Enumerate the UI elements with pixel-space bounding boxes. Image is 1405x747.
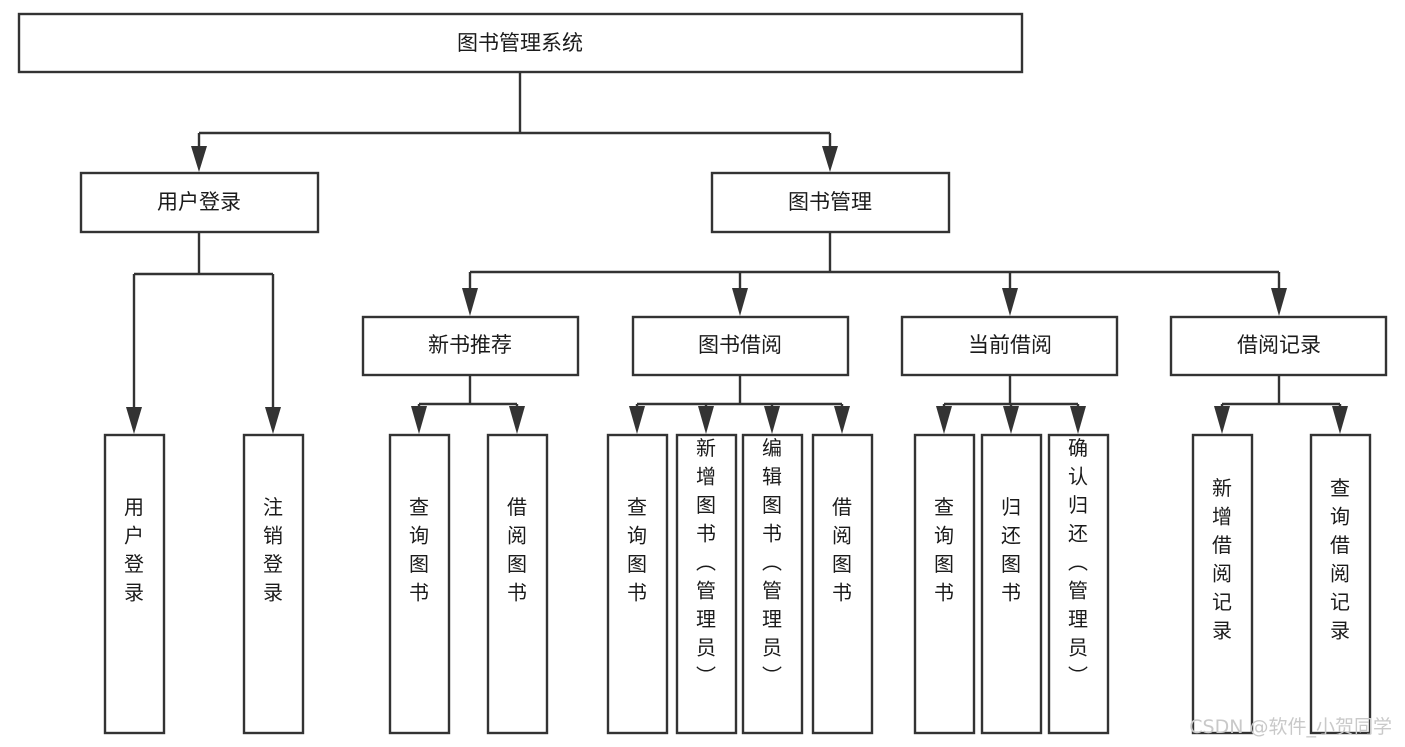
node-new-book-recommend-label: 新书推荐 (428, 333, 512, 357)
node-book-borrow-label: 图书借阅 (698, 333, 782, 357)
arrow-head-current-borrow (1002, 288, 1018, 316)
node-book-borrow[interactable]: 图书借阅 (631, 315, 850, 377)
leaf-current-borrow-confirm[interactable]: 确认归还︵管理员︶ (1047, 433, 1110, 735)
leaf-borrow-record-query-label: 查询借阅记录 (1330, 476, 1350, 643)
leaf-current-borrow-return-box[interactable] (980, 433, 1043, 735)
leaf-user-login-login[interactable]: 用户登录 (103, 433, 166, 735)
leaf-current-borrow-return[interactable]: 归还图书 (980, 433, 1043, 735)
arrow-head-currentborrow-leaf-3 (1070, 406, 1086, 434)
leaf-book-borrow-borrow-box[interactable] (811, 433, 874, 735)
connector-layer (126, 72, 1348, 434)
node-root-system[interactable]: 图书管理系统 (17, 12, 1024, 74)
leaf-current-borrow-confirm-box[interactable] (1047, 433, 1110, 735)
node-root-system-label: 图书管理系统 (457, 31, 583, 55)
csdn-watermark: CSDN @软件_小贺同学 (1189, 716, 1392, 738)
leaf-current-borrow-confirm-label: 确认归还︵管理员︶ (1068, 436, 1088, 688)
leaf-new-book-borrow[interactable]: 借阅图书 (486, 433, 549, 735)
leaf-book-borrow-edit[interactable]: 编辑图书︵管理员︶ (741, 433, 804, 735)
node-book-management-label: 图书管理 (788, 190, 872, 214)
leaf-user-login-logout[interactable]: 注销登录 (242, 433, 305, 735)
node-user-login[interactable]: 用户登录 (79, 171, 320, 234)
leaf-user-login-logout-label: 注销登录 (263, 495, 283, 605)
node-user-login-box[interactable] (79, 171, 320, 234)
arrow-head-bookborrow-leaf-4 (834, 406, 850, 434)
node-user-login-label: 用户登录 (157, 190, 241, 214)
node-book-management-box[interactable] (710, 171, 951, 234)
leaf-user-login-logout-box[interactable] (242, 433, 305, 735)
arrow-head-bookborrow-leaf-2 (698, 406, 714, 434)
leaf-user-login-login-box[interactable] (103, 433, 166, 735)
leaf-book-borrow-add-label: 新增图书︵管理员︶ (696, 436, 716, 688)
leaf-book-borrow-edit-box[interactable] (741, 433, 804, 735)
node-current-borrow-label: 当前借阅 (968, 333, 1052, 357)
node-new-book-recommend-box[interactable] (361, 315, 580, 377)
leaf-new-book-query[interactable]: 查询图书 (388, 433, 451, 735)
arrow-head-borrowrecord-leaf-1 (1214, 406, 1230, 434)
leaf-book-borrow-borrow[interactable]: 借阅图书 (811, 433, 874, 735)
leaf-new-book-borrow-label: 借阅图书 (507, 495, 527, 605)
arrow-head-book-mgmt (822, 146, 838, 172)
leaf-current-borrow-query[interactable]: 查询图书 (913, 433, 976, 735)
leaf-borrow-record-add-label: 新增借阅记录 (1212, 476, 1232, 643)
arrow-head-book-borrow (732, 288, 748, 316)
arrow-head-bookborrow-leaf-3 (764, 406, 780, 434)
arrow-head-bookborrow-leaf-1 (629, 406, 645, 434)
arrow-head-leaf-user-login (126, 407, 142, 434)
leaf-book-borrow-add[interactable]: 新增图书︵管理员︶ (675, 433, 738, 735)
leaf-new-book-query-label: 查询图书 (409, 495, 429, 605)
node-borrow-record-box[interactable] (1169, 315, 1388, 377)
arrow-head-new-book-recommend (462, 288, 478, 316)
leaf-borrow-record-query[interactable]: 查询借阅记录 (1309, 433, 1372, 735)
leaf-book-borrow-query-box[interactable] (606, 433, 669, 735)
arrow-head-currentborrow-leaf-2 (1003, 406, 1019, 434)
leaf-book-borrow-query-label: 查询图书 (627, 495, 647, 605)
node-borrow-record[interactable]: 借阅记录 (1169, 315, 1388, 377)
node-root-system-box[interactable] (17, 12, 1024, 74)
arrow-head-newbook-leaf-1 (411, 406, 427, 434)
node-book-borrow-box[interactable] (631, 315, 850, 377)
leaf-current-borrow-query-label: 查询图书 (934, 495, 954, 605)
leaf-book-borrow-query[interactable]: 查询图书 (606, 433, 669, 735)
leaf-borrow-record-query-box[interactable] (1309, 433, 1372, 735)
arrow-head-borrow-record (1271, 288, 1287, 316)
leaf-user-login-login-label: 用户登录 (124, 495, 144, 605)
leaf-borrow-record-add[interactable]: 新增借阅记录 (1191, 433, 1254, 735)
leaf-new-book-query-box[interactable] (388, 433, 451, 735)
arrow-head-borrowrecord-leaf-2 (1332, 406, 1348, 434)
node-book-management[interactable]: 图书管理 (710, 171, 951, 234)
arrow-head-leaf-logout (265, 407, 281, 434)
leaf-book-borrow-borrow-label: 借阅图书 (832, 495, 852, 605)
node-borrow-record-label: 借阅记录 (1237, 333, 1321, 357)
arrow-head-user-login (191, 146, 207, 172)
arrow-head-currentborrow-leaf-1 (936, 406, 952, 434)
node-new-book-recommend[interactable]: 新书推荐 (361, 315, 580, 377)
node-current-borrow[interactable]: 当前借阅 (900, 315, 1119, 377)
leaf-borrow-record-add-box[interactable] (1191, 433, 1254, 735)
node-current-borrow-box[interactable] (900, 315, 1119, 377)
leaf-current-borrow-query-box[interactable] (913, 433, 976, 735)
leaf-current-borrow-return-label: 归还图书 (1001, 495, 1021, 605)
leaf-new-book-borrow-box[interactable] (486, 433, 549, 735)
arrow-head-newbook-leaf-2 (509, 406, 525, 434)
leaf-book-borrow-edit-label: 编辑图书︵管理员︶ (762, 436, 782, 688)
leaf-book-borrow-add-box[interactable] (675, 433, 738, 735)
